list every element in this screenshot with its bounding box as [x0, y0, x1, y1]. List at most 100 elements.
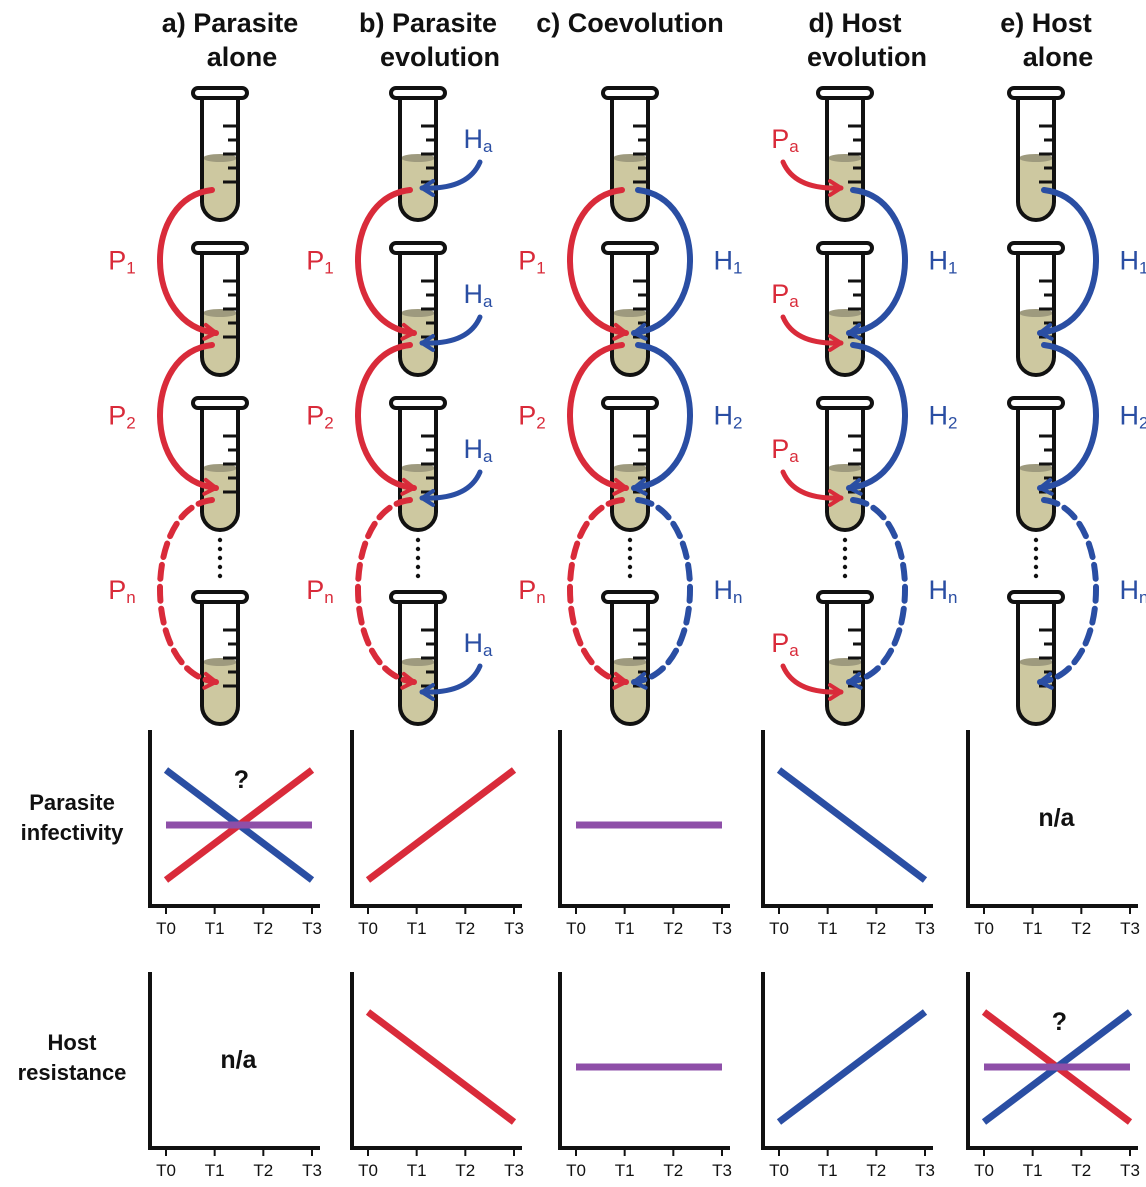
series-line-host	[776, 1009, 928, 1125]
arrow-head	[632, 322, 648, 341]
incoming-curve	[419, 314, 483, 346]
x-tick-label: T3	[1120, 1161, 1140, 1180]
arrow-head	[847, 322, 863, 341]
test-tube-icon	[191, 396, 249, 532]
column-title-line2: evolution	[807, 42, 927, 72]
arrow-icon: Pn	[306, 497, 417, 690]
transfer-curve	[1037, 497, 1099, 685]
x-tick-label: T0	[769, 1161, 789, 1180]
arrow-label: Hn	[714, 575, 743, 607]
x-tick-label: T0	[566, 1161, 586, 1180]
arrow-label: Ha	[464, 124, 494, 156]
incoming-curve	[419, 469, 483, 501]
column-title-line1: Host	[1032, 8, 1092, 38]
transfer-curve	[567, 342, 629, 491]
transfer-curve	[1037, 342, 1099, 491]
arrow-icon: Pn	[518, 497, 629, 690]
arrow-head	[632, 671, 648, 690]
ellipsis-dot	[627, 537, 633, 543]
arrow-icon: Ha	[419, 124, 494, 197]
arrow-icon: P1	[518, 187, 629, 341]
row-label-infectivity: Parasite	[29, 790, 115, 815]
arrow-head	[847, 671, 863, 690]
ellipsis-dot	[217, 555, 223, 561]
row-label-resistance: Host	[48, 1030, 98, 1055]
ellipsis-dot	[1033, 546, 1039, 552]
x-tick-label: T1	[205, 919, 225, 938]
ellipsis-dot	[1033, 537, 1039, 543]
ellipsis-dot	[627, 555, 633, 561]
ellipsis-dot	[842, 546, 848, 552]
x-tick-label: T1	[615, 919, 635, 938]
x-tick-label: T1	[615, 1161, 635, 1180]
transfer-curve	[631, 187, 693, 336]
transfer-curve	[846, 187, 908, 336]
x-tick-label: T1	[1023, 919, 1043, 938]
transfer-curve	[567, 497, 629, 685]
arrow-label: Pa	[771, 279, 799, 311]
x-tick-label: T2	[253, 919, 273, 938]
arrow-head	[202, 671, 218, 690]
column-title-3: d) Host	[809, 8, 902, 38]
row-label-resistance: resistance	[18, 1060, 127, 1085]
arrow-head	[420, 489, 435, 507]
arrow-icon: Pa	[771, 279, 844, 352]
x-tick-label: T3	[712, 1161, 732, 1180]
test-tube-icon	[601, 590, 659, 726]
incoming-curve	[780, 663, 844, 695]
x-tick-label: T0	[566, 919, 586, 938]
ellipsis-dot	[842, 564, 848, 570]
arrow-head	[400, 671, 416, 690]
column-letter: c)	[536, 8, 568, 38]
ellipsis-dot	[217, 546, 223, 552]
arrow-label: P1	[518, 246, 545, 278]
test-tube-icon	[1007, 396, 1065, 532]
test-tube-icon	[816, 396, 874, 532]
arrow-label: H2	[1120, 401, 1146, 433]
arrow-icon: H1	[846, 187, 957, 341]
incoming-curve	[780, 469, 844, 501]
column-letter: d)	[809, 8, 842, 38]
x-tick-label: T0	[974, 919, 994, 938]
arrow-label: Hn	[929, 575, 958, 607]
uncertain-note: ?	[234, 766, 249, 794]
x-tick-label: T1	[205, 1161, 225, 1180]
x-tick-label: T2	[663, 919, 683, 938]
arrow-label: Pn	[518, 575, 545, 607]
x-tick-label: T3	[1120, 919, 1140, 938]
test-tube-icon	[1007, 241, 1065, 377]
ellipsis-dot	[842, 555, 848, 561]
test-tube-icon	[389, 590, 447, 726]
transfer-curve	[1037, 187, 1099, 336]
test-tube-icon	[816, 86, 874, 222]
column-title-line2: alone	[1023, 42, 1094, 72]
ellipsis-dot	[415, 555, 421, 561]
arrow-label: P2	[518, 401, 545, 433]
arrow-label: P1	[306, 246, 333, 278]
arrow-head	[612, 477, 628, 496]
x-tick-label: T3	[915, 919, 935, 938]
arrow-head	[612, 671, 628, 690]
column-title-line2: evolution	[380, 42, 500, 72]
x-tick-label: T0	[974, 1161, 994, 1180]
arrow-head	[202, 477, 218, 496]
arrow-icon: H2	[846, 342, 957, 496]
incoming-curve	[780, 314, 844, 346]
test-tube-icon	[389, 86, 447, 222]
arrow-head	[1038, 477, 1054, 496]
arrow-head	[828, 489, 843, 507]
arrow-icon: Hn	[631, 497, 743, 690]
arrow-icon: Ha	[419, 279, 493, 352]
arrow-icon: H1	[1037, 187, 1146, 341]
transfer-curve	[355, 497, 417, 685]
